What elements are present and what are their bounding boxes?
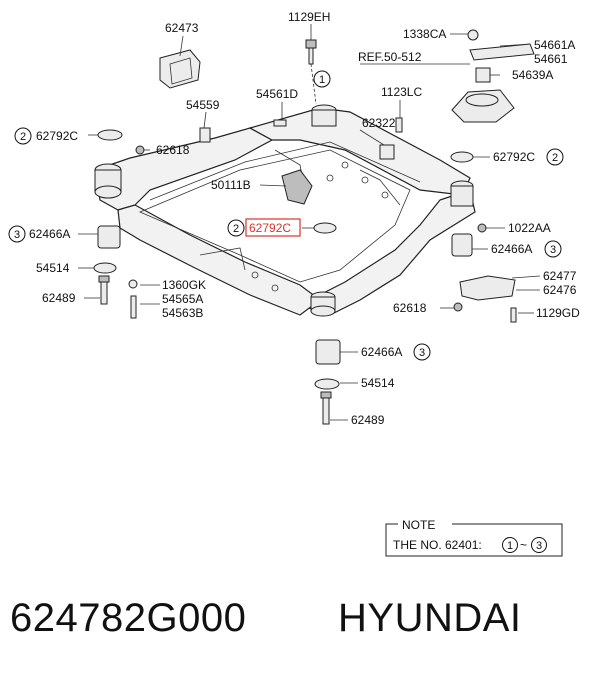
note-box: NOTE THE NO. 62401: 1 ~ 3 [385,518,563,557]
label-62618-bottom: 62618 [393,301,427,315]
label-62473: 62473 [165,21,199,35]
label-54565a: 54565A [162,292,203,306]
bolt-1129eh [305,39,317,105]
label-62466a-right: 62466A [491,242,532,256]
bracket-50111b [281,169,313,205]
label-1022aa: 1022AA [508,221,551,235]
circled-number: 1 [507,540,513,552]
circled-marker-3 [8,225,26,243]
small-fasteners [128,117,517,323]
circled-number: 3 [14,229,20,241]
label-62466a-bottom: 62466A [361,345,402,359]
strut-mount-assembly [360,29,535,123]
circled-marker-1 [502,537,518,553]
label-54561d: 54561D [256,87,298,101]
circled-marker-3 [413,343,431,361]
washers [97,129,474,234]
circled-marker-2 [546,148,564,166]
crossmember-frame [94,107,476,316]
circled-number: 2 [552,152,558,164]
subframe-exploded-diagram: 62473 1129EH 1338CA 54661A 54661 REF.50-… [8,10,580,557]
note-range-sep: ~ [520,538,527,552]
label-1360gk: 1360GK [162,278,206,292]
bracket-62473 [159,49,201,89]
label-54661a: 54661A [534,38,575,52]
label-54514-bottom: 54514 [361,376,395,390]
circled-marker-3 [544,240,562,258]
label-62489-bottom: 62489 [351,413,385,427]
circled-marker-3 [531,537,547,553]
label-1129eh: 1129EH [288,10,330,24]
label-54661: 54661 [534,52,568,66]
circled-marker-1 [313,70,331,88]
circled-number: 3 [536,540,542,552]
note-title: NOTE [402,518,435,532]
circled-number: 3 [550,244,556,256]
label-62476: 62476 [543,283,577,297]
circled-number: 2 [233,223,239,235]
part-number: 624782G000 [10,596,247,640]
label-62489-left: 62489 [42,291,76,305]
label-62618-top: 62618 [156,143,190,157]
highlight-box [245,218,301,237]
label-54563b: 54563B [162,306,203,320]
label-1129gd: 1129GD [536,306,580,320]
frame-mount-towers [94,104,474,317]
note-text: THE NO. 62401: [393,538,482,552]
label-62792c-highlighted: 62792C [249,221,291,235]
brand-name: HYUNDAI [338,596,522,640]
circled-marker-2 [14,127,32,145]
label-50111b: 50111B [211,178,251,192]
circled-marker-2 [227,219,245,237]
label-62322: 62322 [362,116,396,130]
circled-number: 2 [20,131,26,143]
label-54559: 54559 [186,98,220,112]
label-ref-50-512: REF.50-512 [358,50,422,64]
part-labels: 62473 1129EH 1338CA 54661A 54661 REF.50-… [8,10,580,427]
label-54639a: 54639A [512,68,553,82]
label-62477: 62477 [543,269,577,283]
label-1123lc: 1123LC [381,85,422,99]
circled-number: 3 [419,347,425,359]
bushings-and-bolts [93,225,473,425]
label-54514-left: 54514 [36,261,70,275]
label-62792c-left: 62792C [36,129,78,143]
leader-lines [78,24,541,421]
label-1338ca: 1338CA [403,27,446,41]
label-62792c-right: 62792C [493,150,535,164]
label-62466a-left: 62466A [29,227,70,241]
circled-number: 1 [319,74,325,86]
